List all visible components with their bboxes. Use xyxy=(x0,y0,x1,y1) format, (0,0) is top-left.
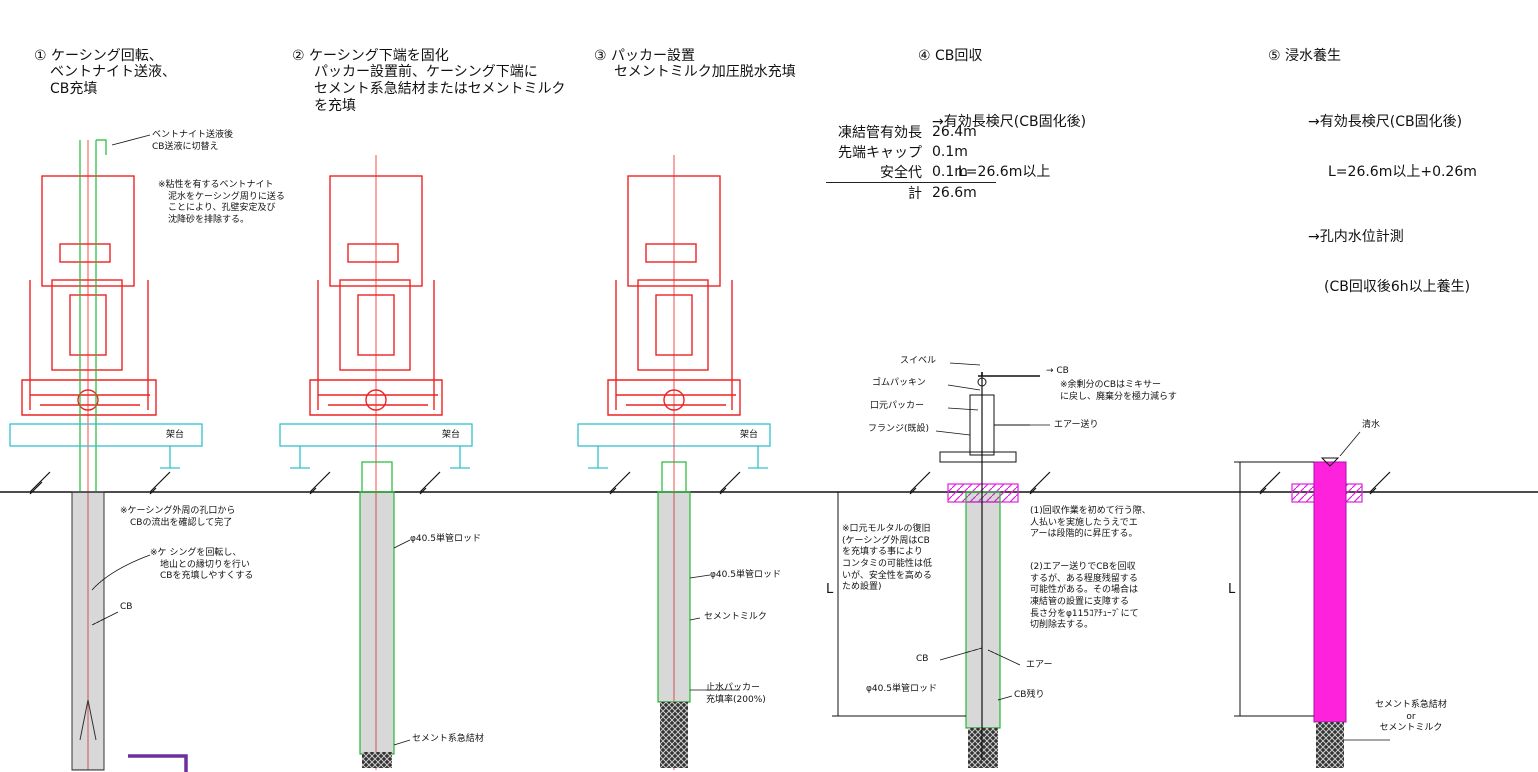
purple-bracket xyxy=(128,754,188,772)
s4-packer-label: 口元パッカー xyxy=(870,401,925,411)
borehole-5 xyxy=(1291,457,1363,768)
borehole-1 xyxy=(71,491,105,771)
s1-viscosity-note: ※粘性を有するベントナイト泥水をケーシング周りに送ることにより、孔壁安定及び沈降… xyxy=(158,180,285,226)
s1-cb-label: CB xyxy=(120,602,133,612)
s3-packer-label: 止水パッカー充填率(200%) xyxy=(706,683,766,705)
s4-dimension-L: L xyxy=(826,582,834,597)
s3-cement-milk-label: セメントミルク xyxy=(704,612,767,622)
s4-cb-label: CB xyxy=(916,654,929,664)
platform-label-2: 架台 xyxy=(442,430,461,440)
step-2-heading: ② ケーシング下端を固化パッカー設置前、ケーシング下端にセメント系急結材またはセ… xyxy=(292,47,566,114)
step-1-heading: ① ケーシング回転、ベントナイト送液、CB充填 xyxy=(34,47,176,98)
s4-swivel-label: スイベル xyxy=(900,356,937,366)
s4-air-label: エアー xyxy=(1026,660,1053,670)
borehole-3 xyxy=(657,461,691,768)
s2-cement-quick-label: セメント系急結材 xyxy=(412,734,484,744)
dimension-L-4 xyxy=(832,492,966,717)
step-3-heading: ③ パッカー設置セメントミルク加圧脱水充填 xyxy=(594,47,796,81)
s4-rubber-label: ゴムパッキン xyxy=(872,378,926,388)
s5-water-label: 清水 xyxy=(1362,420,1381,430)
leader-lines xyxy=(91,134,1390,746)
dimension-L-5 xyxy=(1234,461,1314,717)
step-5-heading: ⑤ 浸水養生 →有効長検尺(CB固化後) L=26.6m以上+0.26m →孔内… xyxy=(1268,47,1477,296)
platform-1 xyxy=(9,423,203,469)
s3-rod-label: φ40.5単管ロッド xyxy=(710,570,781,580)
casing-1 xyxy=(79,139,107,492)
s4-residual-note: (2)エアー送りでCBを回収するが、ある程度残留する可能性がある。その場合は凍結… xyxy=(1030,562,1139,631)
s4-recovery-note: (1)回収作業を初めて行う際、人払いを実施したうえでエアーは段階的に昇圧する。 xyxy=(1030,506,1151,540)
platform-label-3: 架台 xyxy=(740,430,759,440)
s4-rod-label: φ40.5単管ロッド xyxy=(866,684,937,694)
s4-flange-label: フランジ(既設) xyxy=(868,424,930,434)
s5-dimension-L: L xyxy=(1228,582,1236,597)
s4-cb-arrow: → CB xyxy=(1046,366,1069,376)
s2-rod-label: φ40.5単管ロッド xyxy=(410,534,481,544)
ground-marks xyxy=(29,471,1391,495)
s4-surplus-note: ※余剰分のCBはミキサーに戻し、廃棄分を極力減らす xyxy=(1060,380,1177,402)
platform-label-1: 架台 xyxy=(166,430,185,440)
drill-rig-1 xyxy=(21,175,157,416)
step-4-heading: ④ CB回収 →有効長検尺(CB固化後) L=26.6m以上 xyxy=(918,47,1087,181)
borehole-2 xyxy=(359,461,395,768)
borehole-4 xyxy=(939,372,1040,768)
s4-air-feed-label: エアー送り xyxy=(1054,420,1099,430)
s4-cb-remain-label: CB残り xyxy=(1014,690,1045,700)
